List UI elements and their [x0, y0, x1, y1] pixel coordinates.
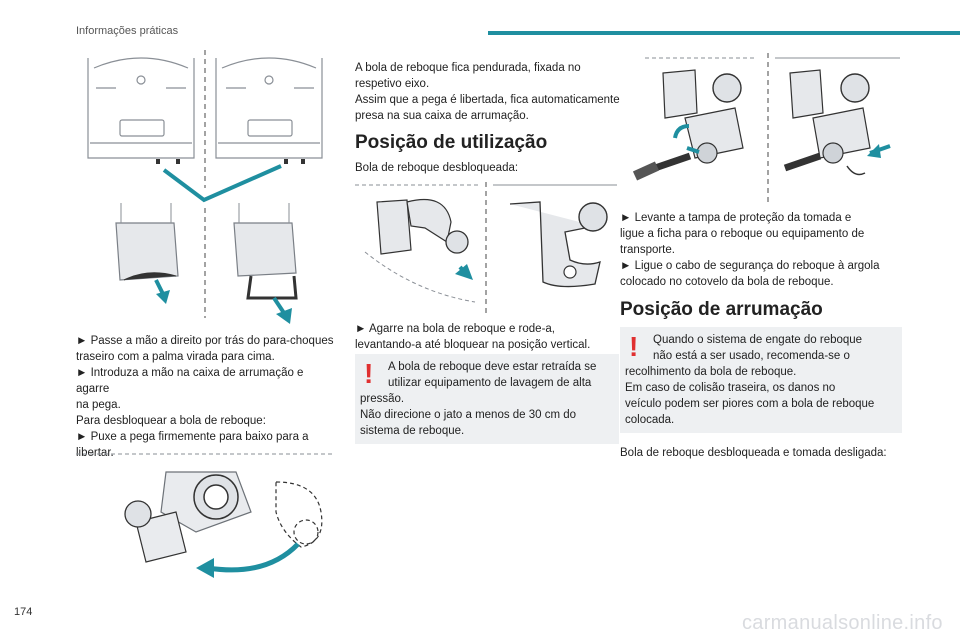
- watermark: carmanualsonline.info: [742, 612, 943, 634]
- text-line: colocada.: [625, 414, 675, 426]
- text-line: Assim que a pega é libertada, fica autom…: [355, 94, 620, 106]
- warning-text: Quando o sistema de engate do reboque nã…: [625, 332, 900, 428]
- warning-box-high-pressure: ! A bola de reboque deve estar retraída …: [355, 354, 619, 444]
- socket-connection-illustration: [615, 48, 900, 203]
- header-accent-bar: [488, 31, 960, 35]
- towball-rotation-illustration: [76, 452, 334, 590]
- storage-footer-text: Bola de reboque desbloqueada e tomada de…: [620, 447, 887, 459]
- text-line: levantando-a até bloquear na posição ver…: [355, 339, 591, 351]
- heading-usage-position: Posição de utilização: [355, 132, 548, 153]
- text-line: traseiro com a palma virada para cima.: [76, 351, 275, 363]
- left-column-text: ► Passe a mão a direito por trás do para…: [76, 333, 338, 461]
- text-line: ligue a ficha para o reboque ou equipame…: [620, 228, 865, 240]
- warning-box-storage: ! Quando o sistema de engate do reboque …: [620, 327, 902, 433]
- text-line: ► Introduza a mão na caixa de arrumação …: [76, 367, 304, 395]
- towball-unlocked-illustration: [355, 182, 617, 317]
- text-line: ► Passe a mão a direito por trás do para…: [76, 335, 334, 347]
- text-line: ► Puxe a pega firmemente para baixo para…: [76, 431, 309, 443]
- text-line: libertar.: [76, 447, 114, 459]
- text-line: Quando o sistema de engate do reboque: [653, 334, 863, 346]
- usage-step-text: ► Agarre na bola de reboque e rode-a, le…: [355, 321, 620, 353]
- text-line: pressão.: [360, 393, 405, 405]
- section-title: Informações práticas: [76, 25, 179, 37]
- text-line: respetivo eixo.: [355, 78, 430, 90]
- text-line: transporte.: [620, 244, 675, 256]
- text-line: A bola de reboque deve estar retraída se: [388, 361, 597, 373]
- page-number: 174: [14, 606, 33, 618]
- usage-subtext: Bola de reboque desbloqueada:: [355, 162, 519, 174]
- text-line: Em caso de colisão traseira, os danos no: [625, 382, 836, 394]
- text-line: não está a ser usado, recomenda-se o: [653, 350, 850, 362]
- heading-storage-position: Posição de arrumação: [620, 299, 823, 320]
- text-line: Para desbloquear a bola de reboque:: [76, 415, 266, 427]
- warning-icon: !: [364, 358, 374, 389]
- text-line: recolhimento da bola de reboque.: [625, 366, 797, 378]
- text-line: veículo podem ser piores com a bola de r…: [625, 398, 875, 410]
- warning-icon: !: [629, 331, 639, 362]
- text-line: presa na sua caixa de arrumação.: [355, 110, 529, 122]
- text-line: utilizar equipamento de lavagem de alta: [388, 377, 592, 389]
- text-line: na pega.: [76, 399, 121, 411]
- text-line: ► Levante a tampa de proteção da tomada …: [620, 212, 852, 224]
- text-line: colocado no cotovelo da bola de reboque.: [620, 276, 834, 288]
- text-line: Não direcione o jato a menos de 30 cm do: [360, 409, 577, 421]
- text-line: sistema de reboque.: [360, 425, 465, 437]
- text-line: ► Agarre na bola de reboque e rode-a,: [355, 323, 555, 335]
- bumper-illustration: [76, 48, 334, 333]
- middle-intro-text: A bola de reboque fica pendurada, fixada…: [355, 60, 620, 124]
- warning-text: A bola de reboque deve estar retraída se…: [360, 359, 615, 439]
- right-step-text: ► Levante a tampa de proteção da tomada …: [620, 210, 910, 290]
- text-line: ► Ligue o cabo de segurança do reboque à…: [620, 260, 880, 272]
- text-line: A bola de reboque fica pendurada, fixada…: [355, 62, 581, 74]
